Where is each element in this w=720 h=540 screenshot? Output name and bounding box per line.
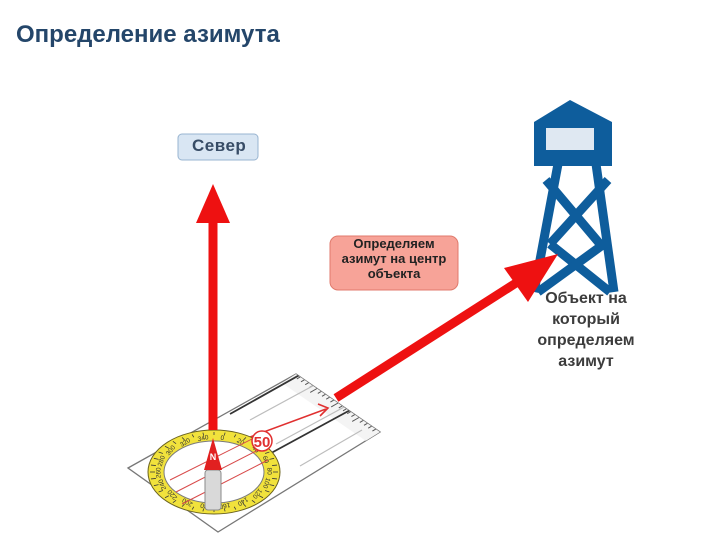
dial-tick [269, 484, 275, 487]
dial-tick [150, 464, 156, 466]
dial-tick [191, 506, 195, 510]
dial-tick [233, 506, 237, 510]
dial-tick [158, 451, 164, 454]
dial-tick [202, 508, 205, 512]
needle-north-half [204, 438, 222, 470]
compass-dial: 2003403203002802602402202001801601401201… [147, 429, 281, 515]
dial-number: 100 [261, 477, 271, 490]
dial-tick [172, 500, 177, 503]
ruler-tick [296, 376, 301, 380]
dial-number: 240 [157, 478, 168, 491]
dial-tick [264, 451, 270, 454]
ruler-tick [351, 414, 356, 418]
bearing-badge: 50 [254, 434, 271, 451]
ruler-tick [338, 405, 343, 409]
dial-number: 340 [197, 434, 209, 443]
ruler-ticks [296, 376, 377, 432]
dial-tick [264, 490, 270, 493]
dial-tick [191, 434, 195, 438]
dial-tick [223, 508, 226, 512]
slide-title: Определение азимута [16, 21, 280, 48]
dial-labels: 2003403203002802602402202001801601401201… [155, 434, 272, 510]
dial-tick [243, 503, 247, 507]
dial-number: 160 [218, 501, 230, 510]
dial-number: 140 [236, 495, 249, 507]
dial-number: 20 [235, 437, 245, 447]
dial-tick [251, 500, 256, 503]
tower-icon [529, 100, 619, 296]
azimuth-note: Определяем азимут на центр объекта [341, 236, 447, 281]
azimuth-arrow [333, 254, 558, 402]
dial-tick [150, 478, 156, 480]
ruler-tick [367, 425, 372, 429]
ruler-tick [317, 390, 322, 394]
ruler-tick [342, 408, 347, 412]
ruler-tick [330, 399, 335, 403]
dial-tick [153, 457, 159, 460]
ruler-tick [330, 402, 339, 408]
azimuth-note-box [329, 235, 459, 291]
needle-south-half [204, 469, 222, 511]
dial-number: 280 [157, 455, 167, 468]
dial-ticks [150, 432, 278, 512]
dial-tick [269, 457, 275, 460]
dial-number: 40 [250, 445, 260, 455]
ruler-tick [359, 419, 364, 423]
dial-tick [153, 484, 159, 487]
ruler-tick [363, 422, 368, 426]
dial-tick [158, 490, 164, 493]
ruler-tick [351, 417, 360, 422]
dial-number: 260 [155, 467, 162, 478]
dial-tick [233, 434, 237, 438]
needle-letter: N [210, 452, 217, 462]
dial-tick [181, 437, 185, 441]
dial-tick [172, 441, 177, 444]
direction-of-travel-arrow [317, 403, 330, 417]
object-label: Объект на который определяем азимут [537, 290, 635, 370]
north-label: Север [192, 136, 247, 155]
north-arrow [196, 184, 230, 430]
dial-tick [259, 495, 264, 499]
dial-tick [272, 478, 278, 480]
dial-tick [181, 503, 185, 507]
dial-tick [202, 432, 205, 436]
ruler-tick [325, 396, 330, 400]
dial-tick [164, 495, 169, 499]
ruler-tick [372, 428, 377, 432]
ruler-scale [282, 374, 380, 441]
ruler-tick [346, 411, 351, 415]
dial-tick [243, 437, 247, 441]
ruler-tick [300, 379, 305, 383]
dial-tick [272, 464, 278, 466]
dial-number: 320 [179, 437, 192, 449]
dial-tick [164, 445, 169, 449]
north-label-box [177, 133, 259, 161]
dial-tick [223, 432, 226, 436]
ruler-tick [309, 388, 318, 393]
dial-number: 80 [265, 468, 272, 476]
dial-number: 0 [220, 435, 225, 443]
dial-number: 60 [261, 455, 270, 465]
ruler-tick [321, 393, 326, 397]
ruler-tick [304, 382, 309, 386]
